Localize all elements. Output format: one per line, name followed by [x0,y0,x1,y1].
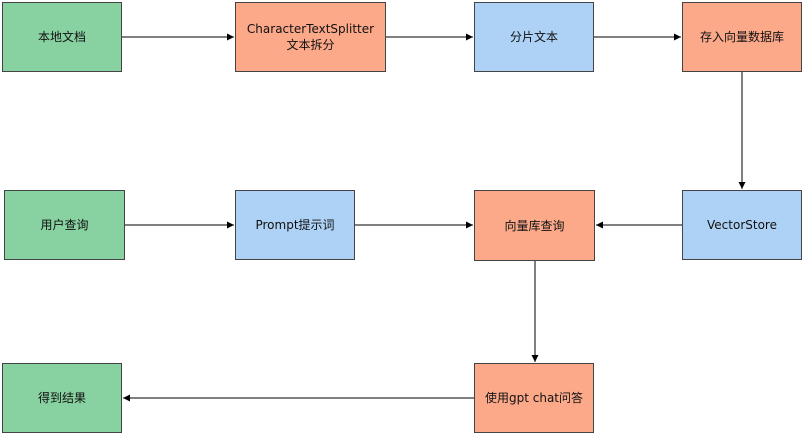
node-label: 使用gpt chat问答 [484,391,584,405]
node-result[interactable]: 得到结果 [2,363,122,433]
node-vector-db-query[interactable]: 向量库查询 [474,190,595,261]
node-label: 存入向量数据库 [699,30,784,44]
node-gpt-chat-qa[interactable]: 使用gpt chat问答 [474,363,594,433]
node-label: 用户查询 [40,218,89,232]
node-label: 本地文档 [37,30,86,44]
node-label: 得到结果 [37,391,86,405]
node-chunked-text[interactable]: 分片文本 [474,2,594,72]
node-label: Prompt提示词 [255,218,335,232]
node-label: 分片文本 [509,30,558,44]
node-text-splitter[interactable]: CharacterTextSplitter 文本拆分 [235,2,386,72]
node-store-vector-db[interactable]: 存入向量数据库 [682,2,802,72]
node-label: VectorStore [707,218,777,232]
node-vector-store[interactable]: VectorStore [682,190,802,260]
node-local-docs[interactable]: 本地文档 [2,2,122,72]
node-label: 向量库查询 [504,218,565,233]
node-user-query[interactable]: 用户查询 [4,190,125,260]
node-prompt[interactable]: Prompt提示词 [235,190,355,260]
node-label: CharacterTextSplitter 文本拆分 [246,22,375,52]
